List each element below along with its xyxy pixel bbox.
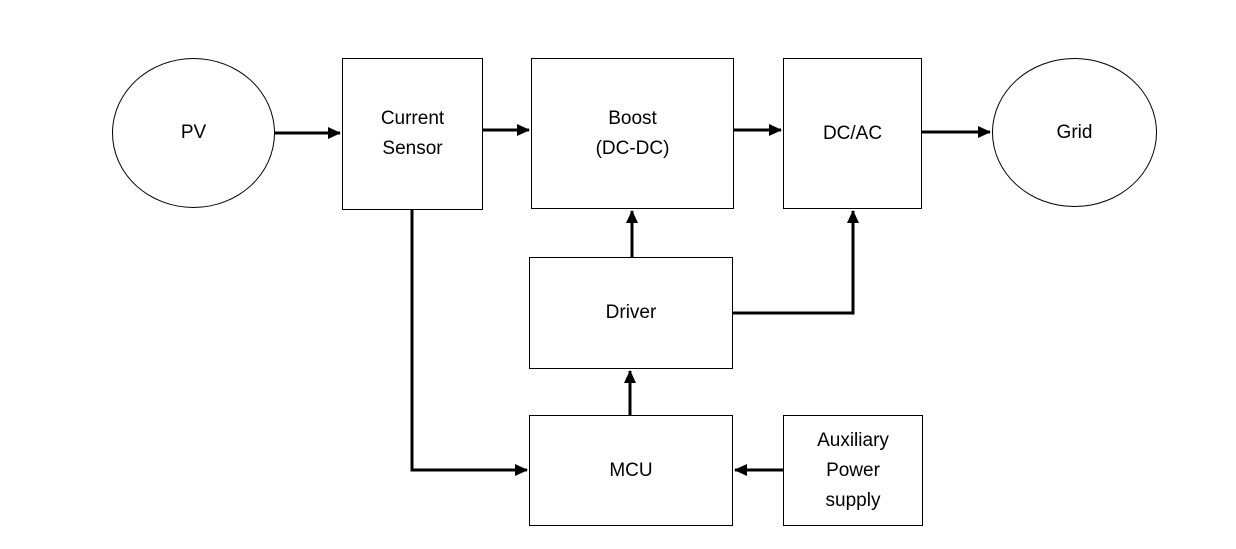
node-mcu-label: MCU [609, 459, 653, 481]
node-driver-label: Driver [605, 302, 657, 323]
node-grid: Grid [992, 58, 1157, 207]
node-current-sensor-label-line2: Sensor [382, 138, 443, 159]
node-driver: Driver [529, 257, 733, 369]
node-aux-label-line3: supply [825, 489, 881, 511]
node-pv-label: PV [180, 122, 207, 143]
node-boost-label-line1: Boost [608, 107, 657, 129]
node-pv: PV [112, 58, 275, 208]
node-current-sensor-label-line1: Current [380, 108, 445, 129]
node-dcac-label: DC/AC [822, 122, 883, 144]
node-aux-label-line1: Auxiliary [817, 429, 889, 451]
node-aux-label-line2: Power [826, 459, 880, 481]
node-boost: Boost (DC-DC) [531, 58, 734, 209]
node-dcac: DC/AC [783, 58, 922, 209]
node-boost-label-line2: (DC-DC) [595, 137, 670, 159]
edge-driver-to-dcac [733, 210, 859, 315]
node-aux-power-supply: Auxiliary Power supply [783, 415, 923, 526]
node-mcu: MCU [529, 415, 733, 526]
node-current-sensor: Current Sensor [342, 58, 483, 210]
edge-current-sensor-to-mcu [410, 210, 528, 476]
node-grid-label: Grid [1056, 121, 1093, 143]
